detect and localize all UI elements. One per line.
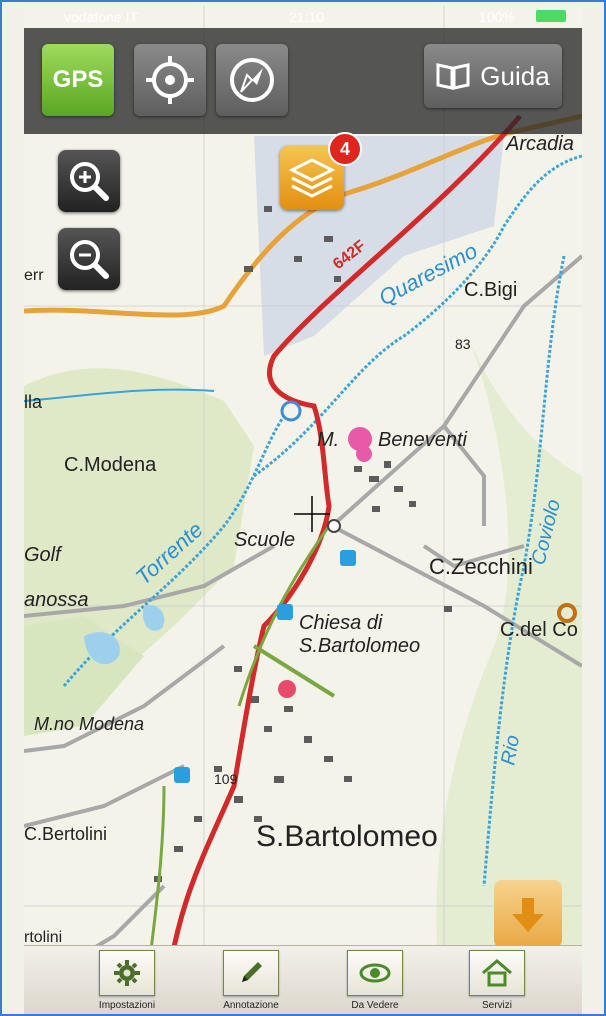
label-m: M. <box>317 429 339 451</box>
label-chiesa: Chiesa di <box>299 612 383 634</box>
map-pin-red[interactable] <box>278 680 296 698</box>
map-pin-pink[interactable] <box>348 427 372 462</box>
compass-icon <box>230 58 274 102</box>
label-height-109: 109 <box>214 771 238 787</box>
zoom-in-button[interactable] <box>58 150 120 212</box>
gps-label: GPS <box>52 66 104 93</box>
pencil-icon <box>242 962 262 982</box>
label-c-modena: C.Modena <box>64 454 157 476</box>
tab-annotazione-label: Annotazione <box>223 1000 279 1011</box>
label-rtolini: rtolini <box>24 929 62 946</box>
battery-icon <box>536 10 566 22</box>
locate-button[interactable] <box>134 44 206 116</box>
label-mno-modena: M.no Modena <box>34 714 144 734</box>
label-s-bartolomeo-church: S.Bartolomeo <box>299 635 420 657</box>
layers-icon <box>288 158 336 198</box>
tab-servizi-label: Servizi <box>481 1000 512 1011</box>
label-c-zecchini: C.Zecchini <box>429 554 533 579</box>
label-height-83: 83 <box>455 336 471 352</box>
map-crosshair <box>294 496 330 532</box>
label-scuole: Scuole <box>234 529 295 551</box>
battery-label: 100% <box>479 9 515 25</box>
crosshair-target-icon <box>146 56 194 104</box>
book-icon <box>436 63 470 90</box>
label-c-bertolini: C.Bertolini <box>24 824 107 844</box>
download-button[interactable] <box>494 880 562 948</box>
tab-impostazioni-label: Impostazioni <box>98 1000 156 1011</box>
poi-markers-blue[interactable] <box>174 550 356 783</box>
label-river-rio: Rio <box>497 733 524 766</box>
download-arrow-icon <box>512 898 544 932</box>
label-lla: lla <box>24 392 43 412</box>
label-arcadia: Arcadia <box>505 133 574 155</box>
zoom-in-icon <box>70 162 109 201</box>
eye-icon <box>359 963 391 983</box>
zoom-out-icon <box>70 240 109 279</box>
label-golf: Golf <box>24 544 63 566</box>
status-bar: vodafone IT 21:10 100% <box>24 6 582 28</box>
carrier-label: vodafone IT <box>64 9 138 25</box>
tab-da-vedere[interactable]: Da Vedere <box>330 950 420 1011</box>
guide-label: Guida <box>480 60 550 91</box>
label-anossa: anossa <box>24 589 89 611</box>
tab-servizi[interactable]: Servizi <box>452 950 542 1011</box>
layers-count-badge: 4 <box>328 132 362 166</box>
poi-marker-orange[interactable] <box>557 603 577 623</box>
top-toolbar: GPS Guida <box>24 28 582 134</box>
guide-button[interactable]: Guida <box>424 44 562 108</box>
clock-label: 21:10 <box>289 9 325 25</box>
gps-button[interactable]: GPS <box>42 44 114 116</box>
label-c-del-co: C.del Co <box>500 619 578 641</box>
label-s-bartolomeo: S.Bartolomeo <box>256 820 438 853</box>
label-beneventi: Beneventi <box>378 429 468 451</box>
zoom-out-button[interactable] <box>58 228 120 290</box>
tab-da-vedere-label: Da Vedere <box>351 1000 399 1011</box>
compass-button[interactable] <box>216 44 288 116</box>
label-c-bigi: C.Bigi <box>464 279 517 301</box>
gear-icon <box>114 960 140 986</box>
tab-annotazione[interactable]: Annotazione <box>206 950 296 1011</box>
home-icon <box>482 959 512 987</box>
label-err: err <box>24 267 44 284</box>
poi-marker-blue[interactable] <box>280 400 302 422</box>
bottom-tab-bar: Impostazioni Annotazione Da Vedere <box>24 945 582 1014</box>
tab-impostazioni[interactable]: Impostazioni <box>82 950 172 1011</box>
